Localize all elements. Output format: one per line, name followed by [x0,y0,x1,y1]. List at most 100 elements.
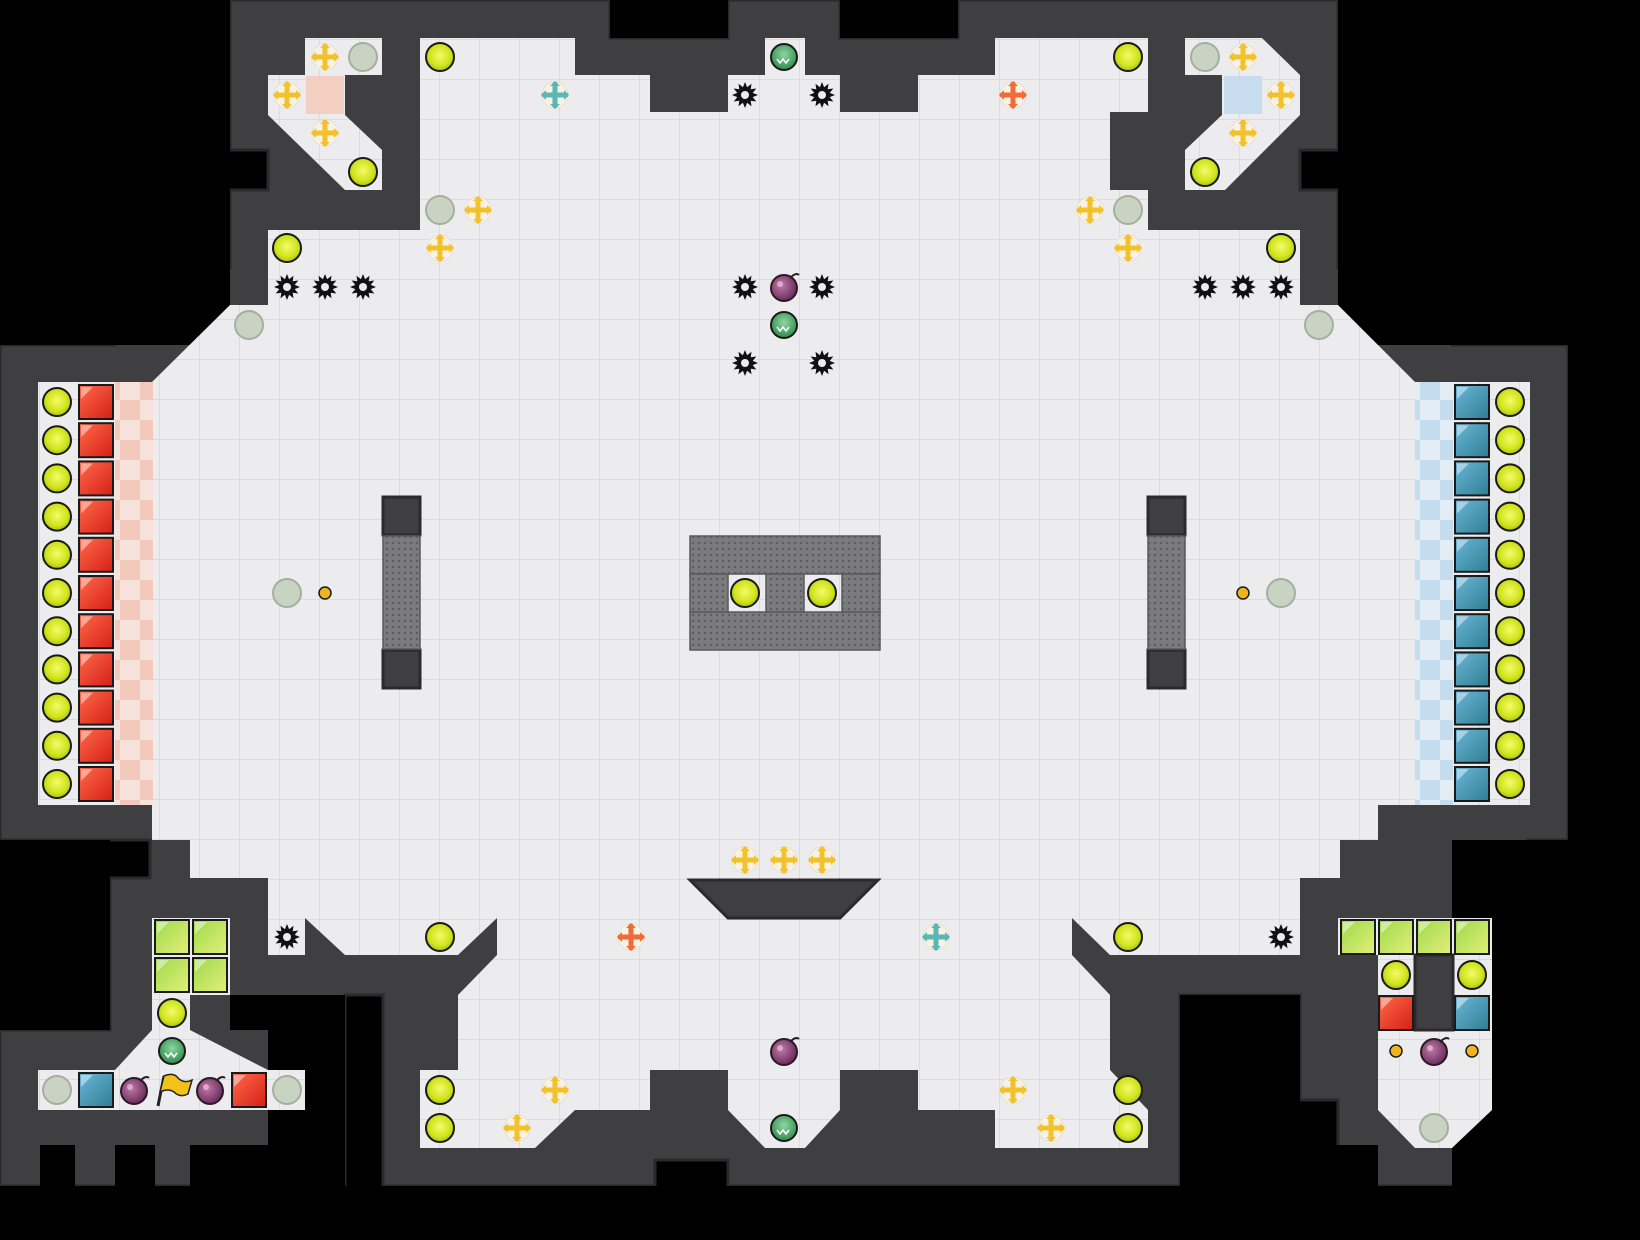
boost-pad [1114,234,1142,262]
inactive-powerup [1304,310,1334,340]
pellet-powerup [42,463,72,494]
bomb [770,273,800,302]
pellet-powerup [807,578,837,608]
pellet-powerup [425,1113,455,1143]
pellet-powerup [730,578,760,608]
red-team-tile [78,575,114,611]
pellet-powerup [42,654,72,685]
spike-hazard [1192,274,1218,300]
boost-pad [311,119,339,147]
inactive-powerup [348,42,378,72]
red-team-tile [1378,995,1414,1031]
portal [770,1114,798,1142]
pellet-powerup [1457,960,1487,990]
pellet-powerup [1495,616,1525,647]
red-team-tile [78,651,114,688]
bomb [120,1076,150,1105]
spike-hazard [732,350,758,376]
blue-zone [1415,382,1453,805]
pellet-powerup [272,233,302,263]
blue-team-tile [1454,422,1490,459]
neutral-tile [1454,919,1490,955]
boost-pad [999,81,1027,109]
neutral-tile [1340,919,1376,955]
portal [770,311,798,339]
game-map [0,0,1568,1186]
boost-pad [731,846,759,874]
pellet-powerup [1495,654,1525,685]
pellet-powerup [1495,539,1525,570]
neutral-tile [1416,919,1452,955]
boost-pad [503,1114,531,1142]
pellet-powerup [42,387,72,417]
pellet-powerup [348,157,378,187]
blue-team-tile [1454,995,1490,1031]
inactive-powerup [1266,578,1296,608]
pellet-powerup [425,42,455,72]
blue-team-tile [1454,766,1490,802]
portal [158,1037,186,1065]
neutral-tile [192,919,228,955]
spike-hazard [1268,274,1294,300]
red-zone-tile [306,76,344,114]
pellet-powerup [1495,578,1525,608]
blue-team-tile [1454,613,1490,650]
inactive-powerup [234,310,264,340]
spike-hazard [809,350,835,376]
blue-team-tile [1454,460,1490,497]
inactive-powerup [272,1075,302,1105]
pellet-powerup [1495,730,1525,761]
blue-team-tile [1454,498,1490,535]
boost-pad [426,234,454,262]
boost-pad [1037,1114,1065,1142]
pellet-powerup [425,1075,455,1105]
inactive-powerup [272,578,302,608]
spike-hazard [1268,924,1294,950]
red-team-tile [78,422,114,459]
spike-hazard [809,274,835,300]
red-team-tile [78,689,114,726]
pellet-powerup [425,922,455,952]
boost-pad [770,846,798,874]
pellet-powerup [1495,769,1525,799]
button [1465,1044,1479,1058]
inactive-powerup [42,1075,72,1105]
blue-zone-tile [1224,76,1262,114]
red-team-tile [78,384,114,420]
boost-pad [999,1076,1027,1104]
boost-pad [464,196,492,224]
blue-team-tile [1454,384,1490,420]
pellet-powerup [42,578,72,608]
boost-pad [1229,119,1257,147]
boost-pad [808,846,836,874]
boost-pad [541,1076,569,1104]
bomb [1420,1037,1450,1066]
red-team-tile [231,1072,267,1108]
boost-pad [1076,196,1104,224]
red-team-tile [78,727,114,764]
button [318,586,332,600]
boost-pad [273,81,301,109]
pellet-powerup [1495,692,1525,723]
pellet-powerup [42,730,72,761]
spike-hazard [350,274,376,300]
pellet-powerup [1495,387,1525,417]
neutral-tile [192,957,228,993]
interior-walls [381,495,1455,1032]
neutral-tile [154,957,190,993]
map-objects [42,42,1525,1143]
neutral-tile [154,919,190,955]
gates [382,535,1186,651]
red-team-tile [78,766,114,802]
spike-hazard [809,82,835,108]
red-zone [115,382,153,805]
blue-team-tile [1454,689,1490,726]
spike-hazard [732,82,758,108]
neutral-tile [1378,919,1414,955]
pellet-powerup [42,769,72,799]
blue-team-tile [1454,727,1490,764]
spike-hazard [732,274,758,300]
spike-hazard [312,274,338,300]
pellet-powerup [1113,922,1143,952]
pellet-powerup [1113,1113,1143,1143]
